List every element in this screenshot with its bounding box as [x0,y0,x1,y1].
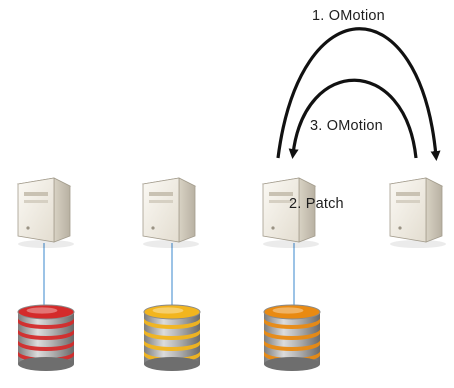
label-step-3: 3. OMotion [310,118,383,134]
label-step-2: 2. Patch [289,196,344,212]
server-4-icon [388,177,446,248]
server-3-icon [261,177,319,248]
server-2-icon [141,177,199,248]
database-1-icon [17,304,75,371]
server-1-icon [16,177,74,248]
database-2-icon [143,304,201,371]
arrow-omotion-outbound [276,27,441,161]
label-step-1: 1. OMotion [312,8,385,24]
arrow-omotion-return [288,78,418,159]
database-3-icon [263,304,321,371]
